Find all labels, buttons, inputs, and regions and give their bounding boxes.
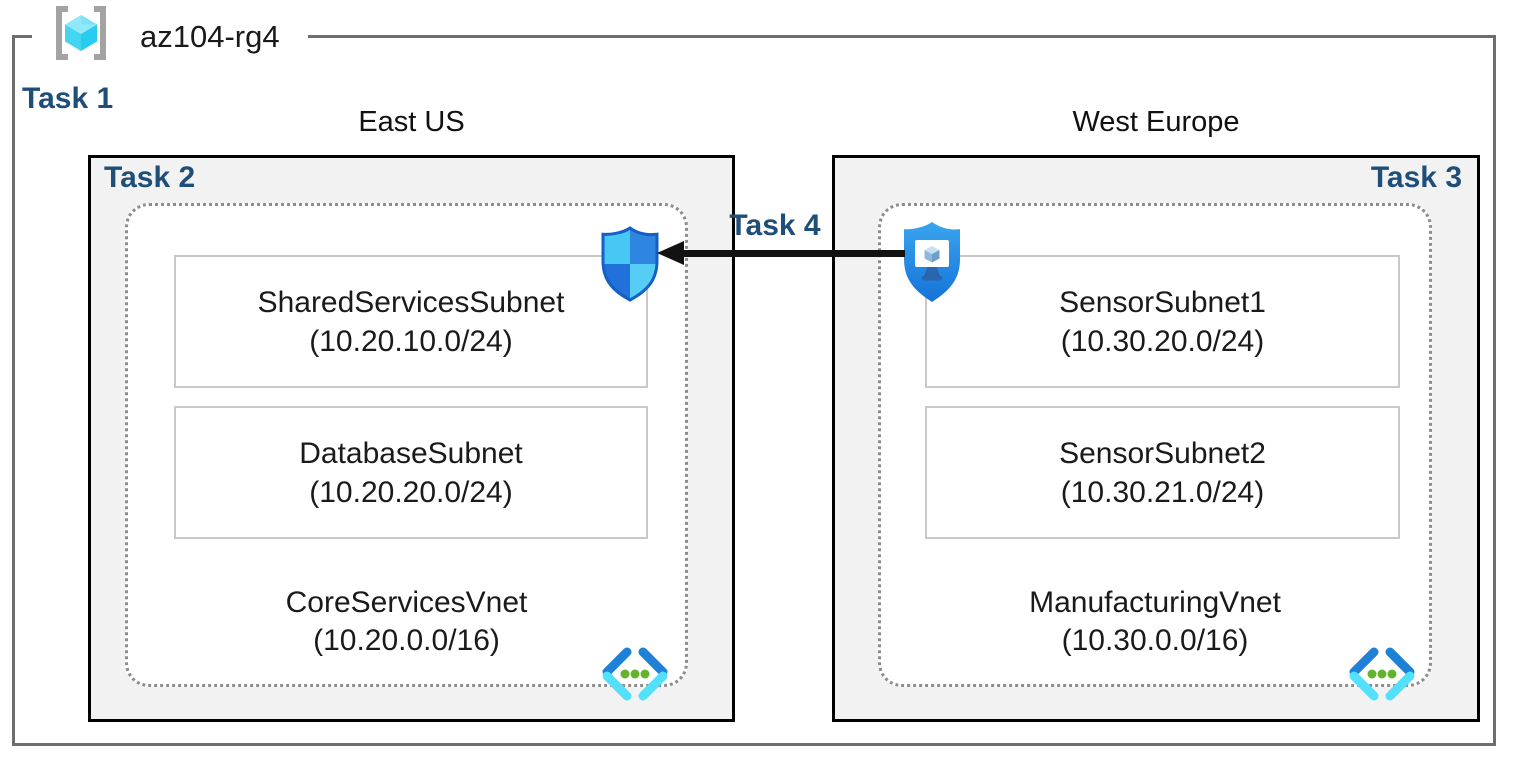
subnet-cidr: (10.30.21.0/24) [1060,475,1265,509]
subnet-cidr: (10.30.20.0/24) [1060,324,1265,358]
vnet-name: CoreServicesVnet [285,586,528,619]
vnet-cidr: (10.20.0.0/16) [313,624,500,657]
region-label-west-europe: West Europe [1072,106,1240,138]
subnet-name: SharedServicesSubnet [257,285,565,319]
subnet-box-sharedservices: SharedServicesSubnet (10.20.10.0/24) [174,255,648,388]
subnet-cidr: (10.20.10.0/24) [309,324,513,358]
task3-label: Task 3 [1370,161,1462,194]
subnet-box-sensor2: SensorSubnet2 (10.30.21.0/24) [925,406,1400,539]
subnet-cidr: (10.20.20.0/24) [309,475,513,509]
application-security-group-shield-icon [904,222,960,302]
vnet-label-coreservices: CoreServicesVnet (10.20.0.0/16) [125,584,688,660]
vnet-label-manufacturing: ManufacturingVnet (10.30.0.0/16) [878,584,1432,660]
resource-group-icon [56,6,106,60]
subnet-box-database: DatabaseSubnet (10.20.20.0/24) [174,406,648,539]
subnet-name: SensorSubnet2 [1059,436,1266,470]
task4-label: Task 4 [729,209,821,242]
vnet-cidr: (10.30.0.0/16) [1061,624,1249,657]
subnet-name: SensorSubnet1 [1059,285,1266,319]
subnet-name: DatabaseSubnet [299,436,523,470]
task2-label: Task 2 [104,161,196,194]
resource-group-boundary [12,35,1496,746]
connection-arrow-shaft [682,250,905,257]
resource-group-title: az104-rg4 [140,19,280,54]
virtual-network-icon [602,647,668,701]
subnet-box-sensor1: SensorSubnet1 (10.30.20.0/24) [925,255,1400,388]
region-label-east-us: East US [358,106,465,138]
network-security-group-shield-icon [601,226,659,302]
task1-label: Task 1 [22,82,114,115]
connection-arrow-head [657,241,684,265]
vnet-name: ManufacturingVnet [1029,586,1281,619]
virtual-network-icon [1349,647,1415,701]
